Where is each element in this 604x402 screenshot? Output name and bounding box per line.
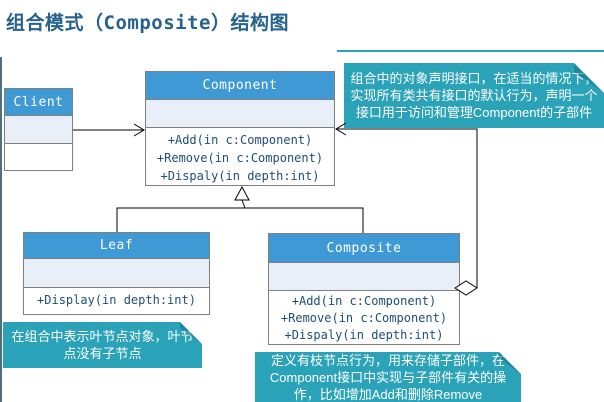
class-component-methods: +Add(in c:Component) +Remove(in c:Compon… — [146, 128, 334, 185]
class-box-composite: Composite +Add(in c:Component) +Remove(i… — [268, 233, 460, 345]
callout-text-line: 点没有子节点 — [63, 346, 142, 361]
class-box-leaf: Leaf +Display(in depth:int) — [23, 232, 210, 315]
method-line: +Display(in depth:int) — [37, 293, 196, 307]
method-line: +Remove(in c:Component) — [280, 311, 448, 325]
class-client-attributes — [5, 116, 72, 144]
callout-text-line: 组合中的对象声明接口，在适当的情况下， — [350, 71, 598, 86]
callout-text-line: 作，比如增加Add和删除Remove — [293, 386, 483, 402]
method-line: +Add(in c:Component) — [291, 294, 437, 308]
left-border-line — [0, 57, 2, 402]
association-arrow-client-component — [73, 123, 145, 137]
method-line: +Dispaly(in depth:int) — [284, 328, 444, 342]
class-leaf-name: Leaf — [24, 233, 209, 259]
callout-text-line: 实现所有类共有接口的默认行为，声明一个 — [350, 88, 598, 103]
class-box-client: Client — [4, 88, 73, 171]
class-leaf-methods: +Display(in depth:int) — [24, 288, 209, 314]
class-composite-name: Composite — [269, 234, 459, 263]
class-box-component: Component +Add(in c:Component) +Remove(i… — [145, 71, 335, 186]
class-client-name: Client — [5, 89, 72, 116]
callout-text-line: 在组合中表示叶节点对象，叶节 — [11, 329, 194, 344]
class-component-name: Component — [146, 72, 334, 100]
class-composite-attributes — [269, 263, 459, 291]
class-component-attributes — [146, 100, 334, 128]
class-client-methods — [5, 144, 72, 170]
callout-text-line: Component接口中实现与子部件有关的操 — [269, 369, 507, 385]
method-line: +Add(in c:Component) — [167, 133, 313, 147]
method-line: +Remove(in c:Component) — [156, 151, 324, 165]
title-divider-line — [337, 50, 604, 52]
hollow-triangle-arrowhead — [234, 185, 250, 201]
callout-composite-note: 定义有枝节点行为，用来存储子部件，在 Component接口中实现与子部件有关的… — [255, 352, 521, 402]
class-composite-methods: +Add(in c:Component) +Remove(in c:Compon… — [269, 291, 459, 344]
method-line: +Dispaly(in depth:int) — [160, 169, 320, 183]
callout-text-line: 接口用于访问和管理Component的子部件 — [355, 105, 593, 120]
callout-component-note: 组合中的对象声明接口，在适当的情况下， 实现所有类共有接口的默认行为，声明一个 … — [344, 63, 604, 128]
class-leaf-attributes — [24, 259, 209, 288]
callout-leaf-note: 在组合中表示叶节点对象，叶节 点没有子节点 — [3, 322, 202, 368]
generalization-connector — [116, 185, 364, 233]
callout-text-line: 定义有枝节点行为，用来存储子部件，在 — [270, 352, 505, 368]
page-title: 组合模式（Composite）结构图 — [6, 12, 289, 34]
